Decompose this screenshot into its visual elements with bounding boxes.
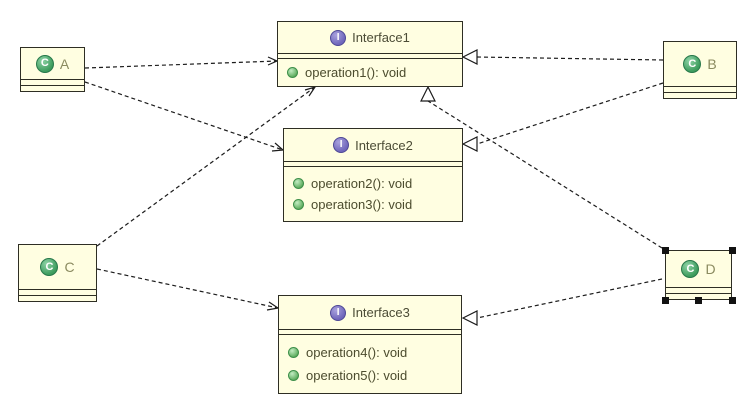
operation-row[interactable]: operation2(): void	[284, 176, 462, 191]
operations-compartment: operation2(): void operation3(): void	[284, 167, 462, 221]
public-operation-icon	[293, 177, 304, 189]
operation-label: operation5(): void	[306, 368, 408, 383]
attributes-compartment	[666, 287, 731, 293]
interface-name-label: Interface2	[355, 137, 413, 153]
operations-compartment	[21, 85, 84, 91]
operation-row[interactable]: operation3(): void	[284, 197, 462, 212]
dependency-edge-A-Interface2[interactable]	[84, 81, 285, 152]
dependency-edge-C-Interface1[interactable]	[96, 85, 317, 247]
interface-name-label: Interface1	[352, 30, 410, 45]
interface-node-Interface1[interactable]: I Interface1 operation1(): void	[277, 21, 463, 87]
operations-compartment	[666, 293, 731, 299]
attributes-compartment	[279, 330, 461, 335]
operations-compartment	[19, 295, 96, 301]
operation-label: operation4(): void	[306, 345, 408, 360]
attributes-compartment	[19, 289, 96, 295]
interface-icon: I	[333, 137, 350, 153]
open-arrowhead	[304, 85, 317, 97]
interface-icon: I	[330, 304, 347, 321]
public-operation-icon	[287, 67, 298, 78]
public-operation-icon	[288, 370, 299, 381]
attributes-compartment	[284, 162, 462, 167]
realization-edge-B-Interface2[interactable]	[461, 82, 664, 152]
operations-compartment: operation4(): void operation5(): void	[279, 335, 461, 393]
interface-title-compartment: I Interface3	[279, 296, 461, 330]
selection-handle[interactable]	[661, 296, 669, 304]
public-operation-icon	[288, 347, 299, 358]
operations-compartment: operation1(): void	[278, 59, 462, 86]
interface-node-Interface3[interactable]: I Interface3 operation4(): void operation5(…	[278, 295, 462, 394]
hollow-triangle-arrowhead	[461, 310, 478, 326]
class-icon: C	[40, 258, 59, 276]
operations-compartment	[664, 92, 736, 98]
interface-title-compartment: I Interface1	[278, 22, 462, 54]
selection-handle[interactable]	[728, 246, 736, 254]
attributes-compartment	[664, 86, 736, 92]
attributes-compartment	[21, 79, 84, 85]
dependency-edge-A-Interface1[interactable]	[84, 56, 279, 69]
hollow-triangle-arrowhead	[420, 85, 436, 102]
interface-icon: I	[330, 29, 347, 46]
selection-handle[interactable]	[661, 246, 669, 254]
realization-edge-D-Interface3[interactable]	[461, 278, 663, 326]
class-icon: C	[683, 55, 702, 73]
operation-label: operation3(): void	[311, 197, 413, 213]
class-name-label: C	[64, 259, 75, 275]
public-operation-icon	[293, 199, 304, 211]
attributes-compartment	[278, 54, 462, 59]
realization-edge-B-Interface1[interactable]	[461, 49, 664, 65]
operation-label: operation1(): void	[305, 65, 407, 80]
realization-edge-D-Interface1[interactable]	[420, 85, 663, 249]
operation-row[interactable]: operation5(): void	[279, 368, 461, 383]
class-name-label: D	[705, 261, 716, 277]
class-name-label: A	[59, 55, 70, 72]
selection-handle[interactable]	[728, 296, 736, 304]
hollow-triangle-arrowhead	[461, 136, 478, 152]
operation-row[interactable]: operation4(): void	[279, 345, 461, 360]
operation-label: operation2(): void	[311, 175, 413, 191]
class-name-label: B	[707, 56, 717, 72]
class-icon: C	[681, 260, 700, 278]
interface-node-Interface2[interactable]: I Interface2 operation2(): void operation3(…	[283, 128, 463, 222]
class-icon: C	[35, 54, 54, 73]
interface-name-label: Interface3	[352, 305, 410, 320]
hollow-triangle-arrowhead	[461, 49, 478, 65]
dependency-edge-C-Interface3[interactable]	[96, 268, 280, 311]
interface-title-compartment: I Interface2	[284, 129, 462, 162]
selection-handle[interactable]	[695, 296, 702, 304]
operation-row[interactable]: operation1(): void	[278, 65, 462, 80]
